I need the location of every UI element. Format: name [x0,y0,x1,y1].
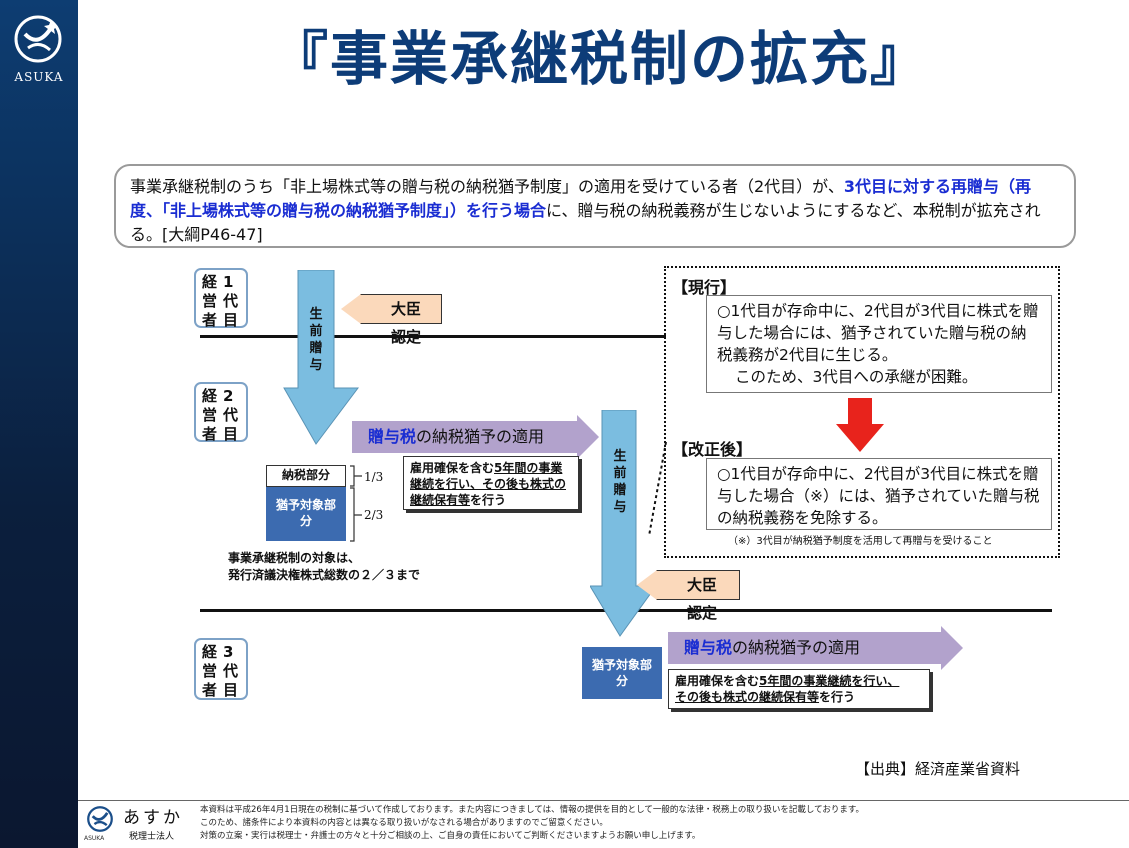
source-note: 【出典】経済産業省資料 [855,760,1021,778]
logo-text: ASUKA [14,70,64,84]
generation-1-box: 経1 営代 者目 [194,268,248,329]
footer-disclaimer: 本資料は平成26年4月1日現在の税制に基づいて作成しております。また内容につきま… [200,805,864,841]
current-info-box: ○1代目が存命中に、2代目が3代目に株式を贈与した場合には、猶予されていた贈与税… [706,295,1052,393]
page-title: 『事業承継税制の拡充』 [269,25,930,93]
footer-divider [78,800,1129,801]
generation-2-box: 経2 営代 者目 [194,382,248,443]
gift-arrow-1-icon [283,270,359,445]
deferral-bar-1: 贈与税の納税猶予の適用 [352,421,578,453]
target-note-1: 事業承継税制の対象は、 [228,551,361,565]
deferral-part-box: 猶予対象部分 [266,487,346,541]
summary-text-1: 事業承継税制のうち「非上場株式等の贈与税の納税猶予制度」の適用を受けている者（2… [130,177,844,196]
gift-label-2: 生前贈与 [613,449,627,515]
callout-pointer-icon [648,441,667,537]
current-label: 【現行】 [672,278,737,297]
deferral-bar-2: 贈与税の納税猶予の適用 [668,632,942,664]
condition-box-1: 雇用確保を含む5年間の事業継続を行い、その後も株式の継続保有等を行う [403,456,579,510]
fraction-one-third: 1/3 [364,470,384,484]
gift-arrow-2-icon [590,410,657,637]
condition-box-2: 雇用確保を含む5年間の事業継続を行い、 その後も株式の継続保有等を行う [668,669,930,709]
footer-logo-icon [87,806,113,832]
deferral-part-box-3: 猶予対象部分 [582,647,662,699]
generation-3-box: 経3 営代 者目 [194,638,248,700]
summary-text-3: に、贈与税の納税義務が生じないようにするなど、本税制が拡充される。[大綱P46-… [130,201,1041,244]
deferral-arrowhead-1-icon [577,415,599,459]
asuka-logo-icon [14,15,62,63]
minister-certification-1: 大臣認定 [341,293,442,346]
summary-box: 事業承継税制のうち「非上場株式等の贈与税の納税猶予制度」の適用を受けている者（2… [114,164,1076,248]
deferral-arrowhead-2-icon [941,626,963,670]
revised-info-box: ○1代目が存命中に、2代目が3代目に株式を贈与した場合（※）には、猶予されていた… [706,458,1052,530]
footer-asuka-text: ASUKA [84,835,105,842]
fraction-two-thirds: 2/3 [364,508,384,522]
divider-line-1 [200,335,666,338]
tax-part-box: 納税部分 [266,465,346,487]
target-note-2: 発行済議決権株式総数の２／３まで [228,568,421,582]
comparison-panel [664,266,1060,558]
gift-label-1: 生前贈与 [309,307,323,373]
summary-highlight: 3代目に対する再贈与（再度、「非上場株式等の贈与税の納税猶予制度」）を行う場合 [130,177,1032,220]
revised-note: （※）3代目が納税猶予制度を活用して再贈与を受けること [728,536,993,547]
revised-label: 【改正後】 [672,440,753,459]
footer-brand: あすか [123,808,183,828]
minister-certification-2: 大臣認定 [637,569,740,622]
footer-brand-sub: 税理士法人 [129,832,175,842]
bracket-icon [350,465,362,542]
down-arrow-icon [836,398,884,452]
sidebar: ASUKA [0,0,78,848]
